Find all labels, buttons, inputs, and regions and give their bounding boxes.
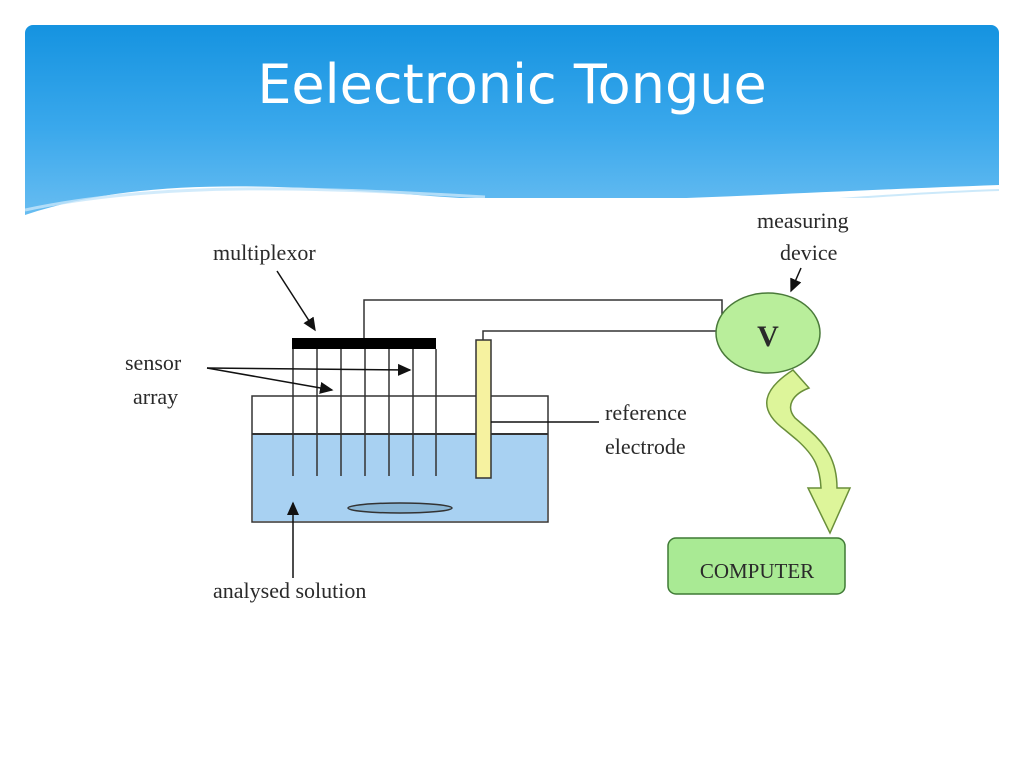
voltmeter-circle [715,292,821,374]
measuring-device-label-line2: device [780,240,837,265]
computer-box [667,537,846,595]
multiplexor-pointer [276,270,316,332]
reference-electrode-label-line1: reference [605,400,687,425]
reference-electrode [475,339,492,479]
reference-electrode-label-line2: electrode [605,434,686,459]
stirrer-bar [347,502,453,514]
sensor-array-label-line1: sensor [125,350,182,375]
electrode-to-voltmeter-wire [482,330,718,340]
diagram-canvas: V COMPUTER multiplexor sensor array meas… [125,208,852,603]
computer-label: COMPUTER [700,559,814,583]
measuring-device-pointer [790,267,802,293]
sensor-pointer-1 [206,367,334,394]
analysed-solution-label: analysed solution [213,578,366,603]
electronic-tongue-diagram: V COMPUTER multiplexor sensor array meas… [125,198,875,608]
data-flow-arrow [766,369,852,535]
sensor-pointer-2 [206,363,412,376]
multiplexor-to-voltmeter-wire [363,299,723,338]
sensor-array-label-line2: array [133,384,178,409]
voltmeter-label: V [757,320,779,353]
multiplexor-label: multiplexor [213,240,316,265]
measuring-device-label-line1: measuring [757,208,849,233]
slide-title: Eelectronic Tongue [257,53,767,116]
multiplexor-bar [292,338,436,349]
